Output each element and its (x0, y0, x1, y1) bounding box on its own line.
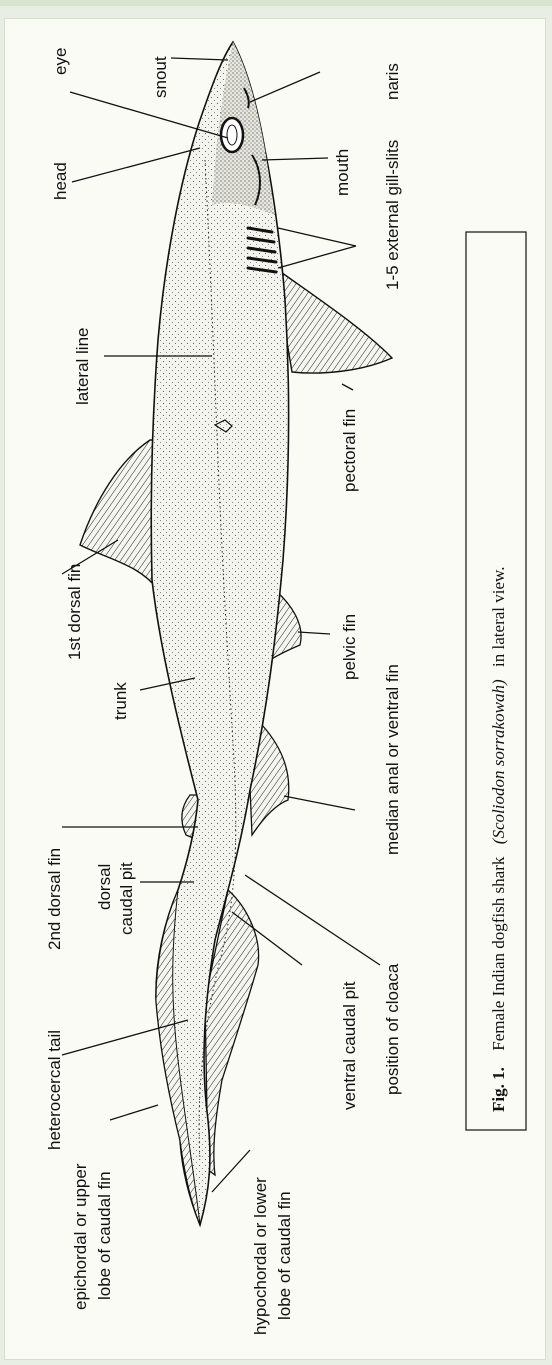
label-pelvic-fin: pelvic fin (340, 614, 359, 680)
label-epichordal-1: epichordal or upper (71, 1163, 90, 1310)
label-pectoral-fin: pectoral fin (340, 409, 359, 492)
label-median-anal-fin: median anal or ventral fin (383, 664, 402, 855)
caption-text-before: Female Indian dogfish shark (489, 856, 508, 1051)
label-hypochordal-2: lobe of caudal fin (275, 1191, 294, 1320)
caption-box: Fig. 1. Female Indian dogfish shark (Sco… (466, 232, 526, 1130)
pectoral-fin-shape (278, 270, 392, 373)
label-gill-slits: 1-5 external gill-slits (383, 140, 402, 290)
label-second-dorsal-fin: 2nd dorsal fin (45, 848, 64, 950)
label-hypochordal-1: hypochordal or lower (251, 1177, 270, 1335)
label-position-of-cloaca: position of cloaca (383, 963, 402, 1095)
label-epichordal-2: lobe of caudal fin (95, 1171, 114, 1300)
caption-text-after: in lateral view. (489, 567, 508, 667)
first-dorsal-fin-shape (80, 440, 162, 600)
label-lateral-line: lateral line (73, 328, 92, 406)
label-heterocercal-tail: heterocercal tail (45, 1030, 64, 1150)
label-mouth: mouth (333, 149, 352, 196)
label-eye: eye (51, 48, 70, 75)
label-head: head (51, 162, 70, 200)
caption-fig-label: Fig. 1. (489, 1067, 508, 1112)
label-naris: naris (383, 63, 402, 100)
label-snout: snout (151, 56, 170, 98)
label-first-dorsal-fin: 1st dorsal fin (65, 564, 84, 660)
label-trunk: trunk (111, 682, 130, 720)
figure-caption: Fig. 1. Female Indian dogfish shark (Sco… (489, 567, 508, 1112)
label-dorsal-caudal-pit-1: dorsal (95, 864, 114, 910)
caption-species: (Scoliodon sorrakowah) (489, 679, 508, 844)
label-dorsal-caudal-pit-2: caudal pit (117, 862, 136, 935)
label-ventral-caudal-pit: ventral caudal pit (340, 981, 359, 1110)
